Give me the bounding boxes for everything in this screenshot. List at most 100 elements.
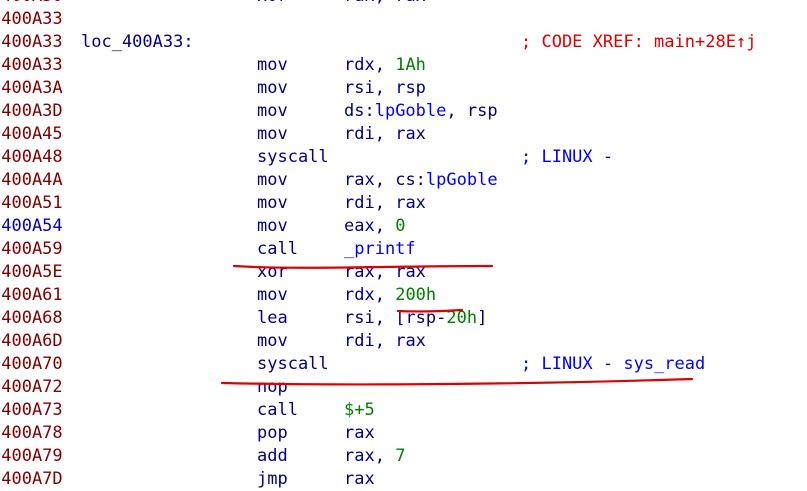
instruction-mnemonic[interactable]: mov <box>257 101 288 121</box>
operand-num: 7 <box>395 446 406 466</box>
operand-name[interactable]: lpGoble <box>425 170 498 190</box>
row-address[interactable]: 0400A70 <box>0 354 63 374</box>
instruction-operands[interactable]: rdi, rax <box>344 192 426 215</box>
row-address[interactable]: 0400A5E <box>0 262 63 282</box>
row-address[interactable]: 0400A33 <box>0 9 63 29</box>
instruction-mnemonic[interactable]: mov <box>257 285 288 305</box>
listing-row[interactable]: 0400A5E xor rax, rax <box>0 261 807 284</box>
row-address[interactable]: 0400A30 <box>0 0 63 8</box>
instruction-mnemonic[interactable]: mov <box>257 331 288 351</box>
listing-row[interactable]: 0400A79 add rax, 7 <box>0 445 807 468</box>
instruction-operands[interactable]: rax, rax <box>344 0 426 8</box>
instruction-mnemonic[interactable]: jmp <box>257 469 288 489</box>
listing-row[interactable]: 0400A3D mov ds:lpGoble, rsp <box>0 100 807 123</box>
instruction-mnemonic[interactable]: call <box>257 239 298 259</box>
instruction-operands[interactable]: rdi, rax <box>344 330 426 353</box>
instruction-mnemonic[interactable]: pop <box>257 423 288 443</box>
instruction-operands[interactable]: rdi, rax <box>344 123 426 146</box>
listing-row[interactable]: 0400A7D jmp rax <box>0 468 807 491</box>
listing-row[interactable]: 0400A48 syscall ; LINUX - <box>0 146 807 169</box>
operand-punct: , <box>374 193 396 213</box>
instruction-mnemonic[interactable]: xor <box>257 262 288 282</box>
operand-punct: , <box>374 446 396 466</box>
instruction-operands[interactable]: rdx, 1Ah <box>344 54 426 77</box>
instruction-mnemonic[interactable]: mov <box>257 55 288 75</box>
listing-row[interactable]: 0400A6D mov rdi, rax <box>0 330 807 353</box>
instruction-operands[interactable]: _printf <box>344 238 416 261</box>
instruction-mnemonic[interactable]: syscall <box>257 354 329 374</box>
code-label[interactable]: loc_400A33: <box>81 32 194 52</box>
instruction-mnemonic[interactable]: syscall <box>257 147 329 167</box>
listing-row[interactable]: 0400A70syscall; LINUX - sys_read <box>0 353 807 376</box>
instruction-mnemonic[interactable]: mov <box>257 124 288 144</box>
instruction-mnemonic[interactable]: mov <box>257 216 288 236</box>
instruction-mnemonic[interactable]: mov <box>257 78 288 98</box>
row-address[interactable]: 0400A6D <box>0 331 63 351</box>
listing-row[interactable]: 0400A33 <box>0 8 807 31</box>
instruction-mnemonic[interactable]: mov <box>257 193 288 213</box>
instruction-comment: ; LINUX - <box>521 147 614 167</box>
operand-name[interactable]: _printf <box>344 239 416 259</box>
instruction-operands[interactable]: rax <box>344 468 375 491</box>
operand-reg: rsi <box>344 78 375 98</box>
operand-reg: rsp <box>466 101 498 121</box>
row-address[interactable]: 0400A3D <box>0 101 63 121</box>
row-address[interactable]: 0400A7D <box>0 469 63 489</box>
row-address[interactable]: 0400A33 <box>0 32 63 52</box>
instruction-operands[interactable]: rax <box>344 422 375 445</box>
row-address[interactable]: 0400A68 <box>0 308 63 328</box>
operand-reg: rax <box>344 469 375 489</box>
instruction-operands[interactable]: rax, cs:lpGoble <box>344 169 498 192</box>
instruction-operands[interactable]: $+5 <box>344 399 375 422</box>
operand-name[interactable]: lpGoble <box>374 101 447 121</box>
listing-row[interactable]: 0400A78 pop rax <box>0 422 807 445</box>
listing-row[interactable]: 0400A61 mov rdx, 200h <box>0 284 807 307</box>
listing-row[interactable]: 0400A33 loc_400A33: ; CODE XREF: main+28E↑… <box>0 31 807 54</box>
listing-row[interactable]: 0400A45 mov rdi, rax <box>0 123 807 146</box>
operand-reg: rax <box>344 0 375 6</box>
instruction-mnemonic[interactable]: call <box>257 400 298 420</box>
instruction-operands[interactable]: rsi, rsp <box>344 77 426 100</box>
row-address[interactable]: 0400A48 <box>0 147 63 167</box>
instruction-mnemonic[interactable]: xor <box>257 0 288 8</box>
listing-row[interactable]: 0400A3A mov rsi, rsp <box>0 77 807 100</box>
listing-row[interactable]: 0400A33 mov rdx, 1Ah <box>0 54 807 77</box>
row-address[interactable]: 0400A78 <box>0 423 63 443</box>
operand-reg: eax <box>344 216 375 236</box>
row-address[interactable]: 0400A4A <box>0 170 63 190</box>
row-address[interactable]: 0400A72 <box>0 377 63 397</box>
instruction-mnemonic[interactable]: mov <box>257 170 288 190</box>
instruction-operands[interactable]: rax, rax <box>344 261 426 284</box>
instruction-mnemonic[interactable]: lea <box>257 308 288 328</box>
row-address[interactable]: 0400A79 <box>0 446 63 466</box>
operand-reg: ds: <box>344 101 375 121</box>
listing-row[interactable]: 0400A51 mov rdi, rax <box>0 192 807 215</box>
row-address[interactable]: 0400A33 <box>0 55 63 75</box>
row-address[interactable]: 0400A54 <box>0 216 63 236</box>
instruction-operands[interactable]: rax, 7 <box>344 445 405 468</box>
instruction-operands[interactable]: eax, 0 <box>344 215 405 238</box>
listing-row[interactable]: 0400A68 lea rsi, [rsp-20h] <box>0 307 807 330</box>
row-address[interactable]: 0400A45 <box>0 124 63 144</box>
instruction-operands[interactable]: rsi, [rsp-20h] <box>344 307 487 330</box>
instruction-mnemonic[interactable]: add <box>257 446 288 466</box>
row-address[interactable]: 0400A51 <box>0 193 63 213</box>
instruction-operands[interactable]: ds:lpGoble, rsp <box>344 100 498 123</box>
operand-reg: cs: <box>395 170 426 190</box>
instruction-mnemonic[interactable]: nop <box>257 377 288 397</box>
listing-row[interactable]: 0400A72 nop <box>0 376 807 399</box>
row-address[interactable]: 0400A73 <box>0 400 63 420</box>
listing-row[interactable]: 0400A30 xor rax, rax <box>0 0 807 8</box>
row-address[interactable]: 0400A3A <box>0 78 63 98</box>
listing-row[interactable]: 0400A73 call $+5 <box>0 399 807 422</box>
instruction-operands[interactable]: rdx, 200h <box>344 284 436 307</box>
operand-reg: rdi <box>344 193 375 213</box>
listing-row[interactable]: 0400A4A mov rax, cs:lpGoble <box>0 169 807 192</box>
operand-reg: rdi <box>344 331 375 351</box>
xref-comment[interactable]: ; CODE XREF: main+28E↑j <box>521 32 757 52</box>
row-address[interactable]: 0400A61 <box>0 285 63 305</box>
listing-row[interactable]: 0400A54 mov eax, 0 <box>0 215 807 238</box>
